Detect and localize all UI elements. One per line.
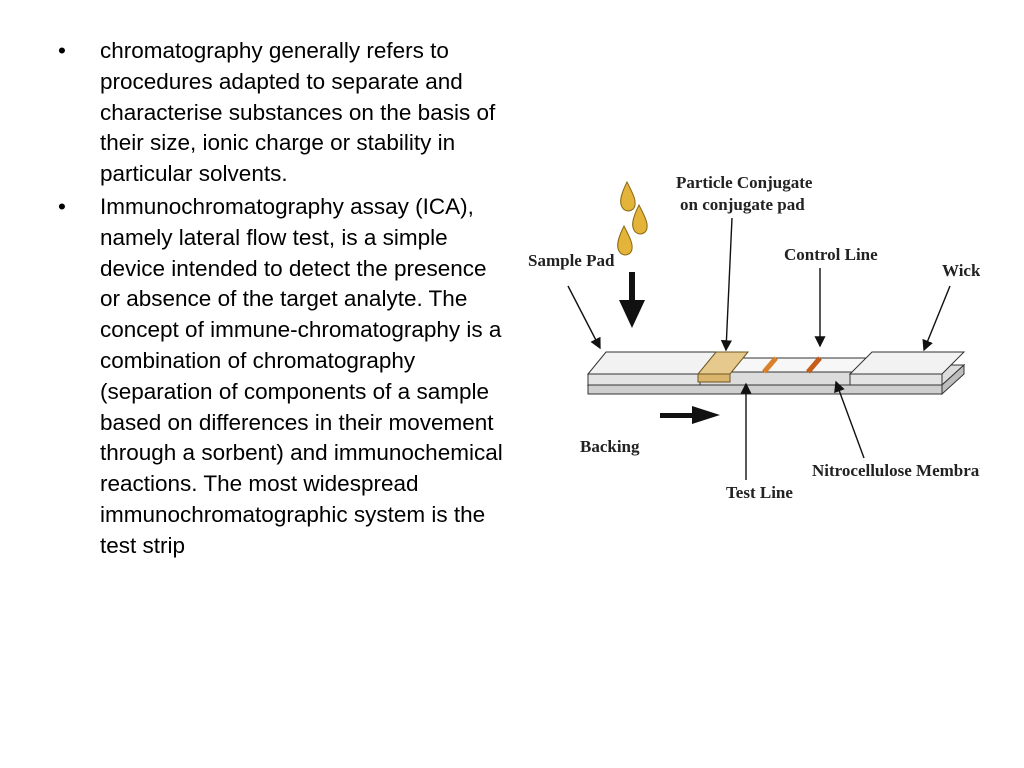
sample-pad-front: [587, 373, 701, 386]
label-sample-pad: Sample Pad: [528, 251, 615, 270]
pointer-nitrocellulose: [834, 380, 865, 459]
bullet-marker: •: [58, 38, 66, 63]
sample-drop-2: [632, 203, 648, 235]
bullet-text: chromatography generally refers to proce…: [100, 38, 496, 187]
pointer-wick: [922, 285, 951, 352]
strip-backing-side: [941, 363, 965, 396]
conjugate-pad-front: [697, 373, 731, 383]
bullet-item-chromatography: • chromatography generally refers to pro…: [55, 36, 510, 190]
label-control-line: Control Line: [784, 245, 878, 264]
bullet-marker: •: [58, 193, 66, 219]
label-backing: Backing: [580, 437, 640, 456]
wick-pad-front: [849, 373, 943, 386]
label-nitrocellulose-membrane: Nitrocellulose Membrane: [812, 461, 980, 480]
diagram-svg: Particle Conjugate on conjugate pad Samp…: [528, 173, 980, 502]
label-test-line: Test Line: [726, 483, 793, 502]
sample-drop-3: [617, 224, 633, 256]
bullet-list: • chromatography generally refers to pro…: [55, 36, 510, 564]
sample-drop-1: [620, 180, 636, 212]
bullet-text: Immunochromatography assay (ICA), namely…: [100, 193, 503, 558]
sample-down-arrow-icon: [619, 272, 645, 328]
pointer-particle-conjugate: [720, 217, 733, 352]
label-particle-conjugate: Particle Conjugate: [676, 173, 813, 192]
bullet-item-immunochromatography: • Immunochromatography assay (ICA), name…: [55, 192, 510, 562]
sample-pad: [586, 351, 720, 375]
lateral-flow-strip-diagram: Particle Conjugate on conjugate pad Samp…: [520, 160, 980, 520]
flow-direction-arrow-icon: [660, 406, 720, 424]
label-wick: Wick: [942, 261, 980, 280]
label-on-conjugate-pad: on conjugate pad: [680, 195, 805, 214]
test-line-band: [762, 356, 778, 374]
control-line-band: [806, 356, 822, 374]
pointer-sample-pad: [567, 285, 601, 350]
strip-backing-front: [587, 384, 943, 395]
